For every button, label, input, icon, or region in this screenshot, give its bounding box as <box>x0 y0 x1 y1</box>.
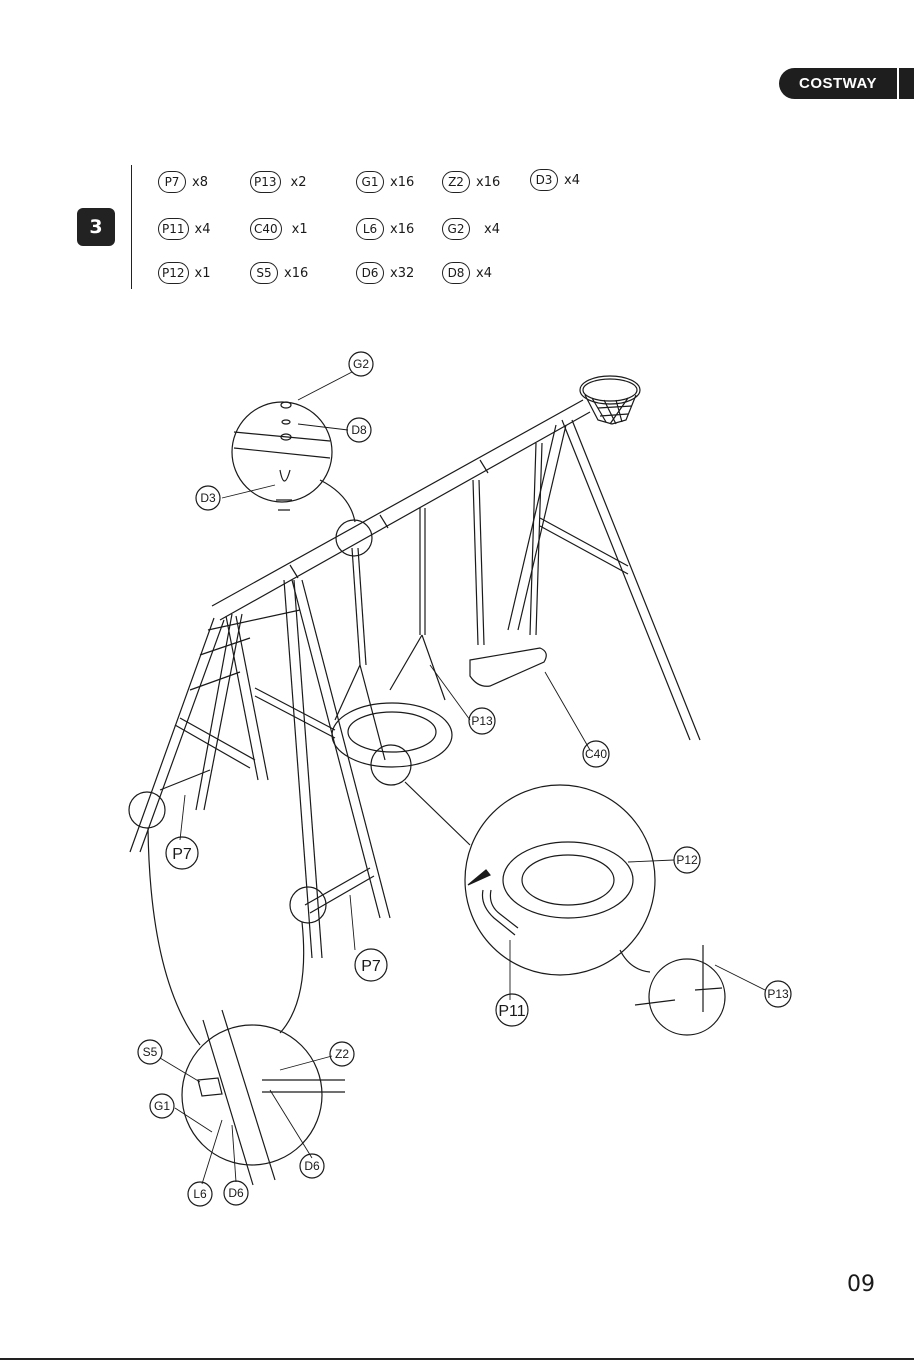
svg-text:P13: P13 <box>471 714 493 728</box>
svg-text:P12: P12 <box>676 853 698 867</box>
page-number: 09 <box>847 1272 875 1297</box>
right-a-frame <box>508 420 700 740</box>
svg-text:Z2: Z2 <box>335 1047 349 1061</box>
callout-p12: P12 <box>674 847 700 873</box>
detail-contents <box>198 402 722 1185</box>
callout-s5: S5 <box>138 1040 162 1064</box>
callout-d8: D8 <box>347 418 371 442</box>
svg-text:C40: C40 <box>585 747 607 761</box>
callout-p7-right: P7 <box>355 949 387 981</box>
svg-text:L6: L6 <box>193 1187 207 1201</box>
svg-text:D8: D8 <box>351 423 367 437</box>
svg-text:P7: P7 <box>172 846 192 863</box>
leader-lines <box>160 372 765 1184</box>
callout-g1: G1 <box>150 1094 174 1118</box>
svg-text:G1: G1 <box>154 1099 170 1113</box>
svg-text:D3: D3 <box>200 491 216 505</box>
callout-p7-left: P7 <box>166 837 198 869</box>
callout-d3: D3 <box>196 486 220 510</box>
svg-text:D6: D6 <box>304 1159 320 1173</box>
svg-text:D6: D6 <box>228 1186 244 1200</box>
callout-d6-left: D6 <box>224 1181 248 1205</box>
belt-swing <box>470 443 546 686</box>
callout-c40: C40 <box>583 741 609 767</box>
svg-text:S5: S5 <box>143 1045 158 1059</box>
svg-text:P11: P11 <box>498 1003 525 1020</box>
svg-text:P13: P13 <box>767 987 789 1001</box>
callout-g2: G2 <box>349 352 373 376</box>
callout-p13-main: P13 <box>469 708 495 734</box>
svg-text:G2: G2 <box>353 357 369 371</box>
bottom-rule <box>0 1358 914 1360</box>
callout-p13-detail: P13 <box>765 981 791 1007</box>
callout-z2: Z2 <box>330 1042 354 1066</box>
basketball-hoop <box>580 376 640 424</box>
top-beam <box>212 400 590 620</box>
svg-text:P7: P7 <box>361 958 381 975</box>
callout-p11: P11 <box>496 994 528 1026</box>
detail-circles <box>129 402 725 1165</box>
callout-l6: L6 <box>188 1182 212 1206</box>
